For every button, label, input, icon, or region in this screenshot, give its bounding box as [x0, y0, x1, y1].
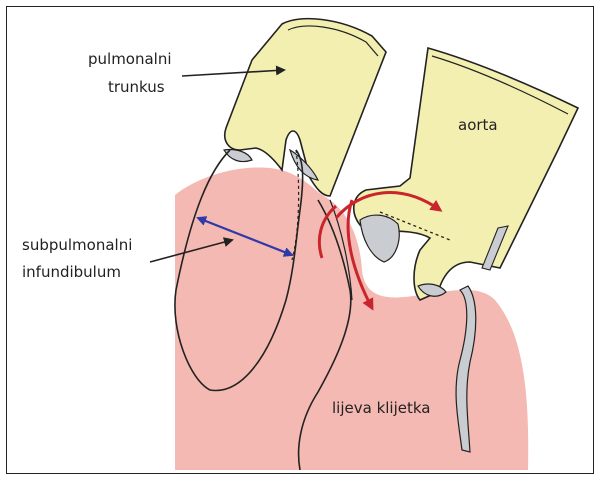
- label-lijeva-klijetka: lijeva klijetka: [332, 399, 430, 417]
- label-pulmonalni: pulmonalni: [88, 50, 172, 68]
- label-aorta: aorta: [458, 116, 498, 134]
- label-infundibulum: infundibulum: [22, 263, 121, 281]
- aortic-valve-leaflet: [360, 215, 399, 262]
- label-trunkus: trunkus: [108, 78, 165, 96]
- aorta-vessel: [354, 48, 578, 300]
- label-subpulmonalni: subpulmonalni: [22, 236, 132, 254]
